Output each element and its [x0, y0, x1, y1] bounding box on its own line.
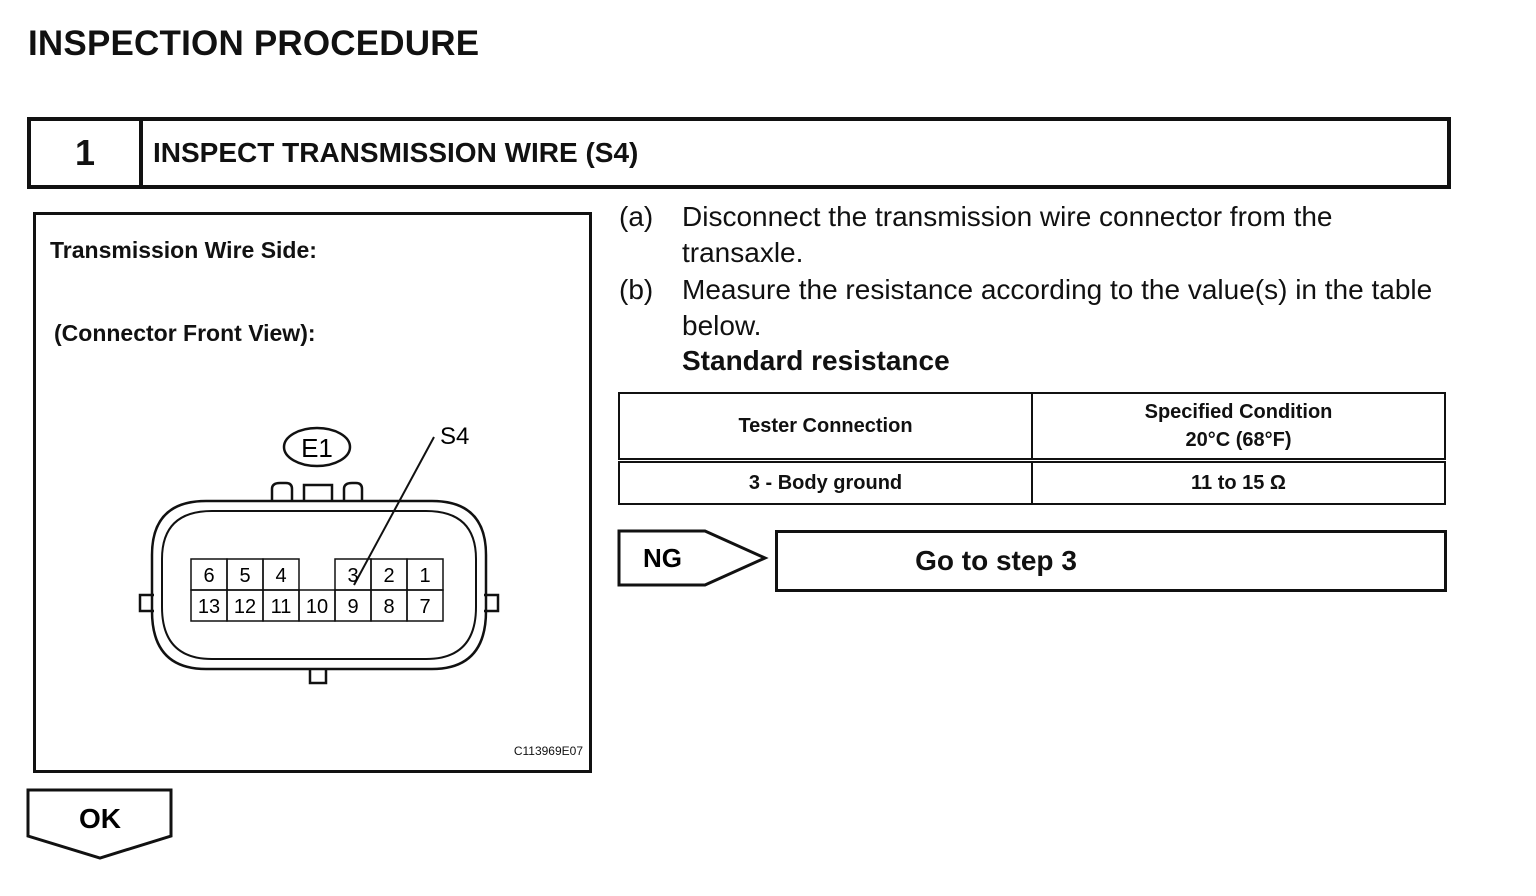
lock-tab-left	[270, 481, 294, 501]
pin-label: 10	[306, 596, 328, 618]
header-tester-connection: Tester Connection	[618, 392, 1033, 463]
header-condition-line1: Specified Condition	[1144, 401, 1333, 423]
connector-name-label: E1	[301, 433, 333, 463]
spec-table: Tester Connection Specified Condition 20…	[618, 392, 1446, 505]
step-header: 1 INSPECT TRANSMISSION WIRE (S4)	[27, 117, 1451, 189]
pin-label: 11	[271, 596, 292, 618]
pin-label: 13	[198, 596, 220, 618]
terminal-callout-label: S4	[440, 423, 469, 450]
pin-label: 4	[275, 565, 286, 587]
standard-resistance-label: Standard resistance	[682, 345, 950, 376]
pin-label: 2	[383, 565, 394, 587]
connector-label-oval	[282, 426, 352, 468]
ng-arrow: NG	[617, 529, 769, 587]
ok-label: OK	[79, 803, 121, 834]
step-title: INSPECT TRANSMISSION WIRE (S4)	[153, 137, 639, 168]
connector-diagram: E1 S4 6 5 4 3 2 1 13 12 11 10 9 8 7	[138, 423, 500, 685]
page-title: INSPECTION PROCEDURE	[28, 24, 480, 63]
pin-label: 1	[419, 565, 430, 587]
pin-label: 5	[239, 565, 250, 587]
figure-label-side: Transmission Wire Side:	[50, 237, 317, 263]
connector-figure: Transmission Wire Side: (Connector Front…	[33, 212, 592, 773]
instruction-b-text: Measure the resistance according to the …	[682, 274, 1433, 341]
pin-label: 8	[383, 596, 394, 618]
figure-code: C113969E07	[513, 744, 583, 758]
pin-cell	[406, 589, 444, 622]
pin-label: 3	[347, 565, 358, 587]
pin-label: 7	[419, 596, 430, 618]
side-ear-left	[138, 593, 154, 613]
instruction-a-letter: (a)	[619, 201, 654, 232]
pin-label: 12	[234, 596, 256, 618]
cell-tester-connection: 3 - Body ground	[618, 459, 1033, 505]
spec-table-header: Tester Connection Specified Condition 20…	[618, 392, 1446, 463]
lock-tab-right	[342, 481, 364, 501]
table-row: 3 - Body ground 11 to 15 Ω	[618, 459, 1446, 505]
instruction-b-letter: (b)	[619, 274, 654, 305]
header-specified-condition: Specified Condition 20°C (68°F)	[1031, 392, 1446, 463]
side-ear-right	[484, 593, 500, 613]
connector-body-outer	[150, 499, 488, 671]
pin-label: 6	[203, 565, 214, 587]
bottom-key	[308, 669, 328, 685]
connector-body-inner	[161, 510, 477, 660]
lock-tab-center	[302, 483, 334, 501]
pin-grid: 6 5 4 3 2 1 13 12 11 10 9 8 7	[190, 558, 444, 622]
cell-specified-condition: 11 to 15 Ω	[1031, 459, 1446, 505]
step-number: 1	[31, 121, 143, 185]
instruction-a-text: Disconnect the transmission wire connect…	[682, 201, 1333, 268]
pin-label: 9	[347, 596, 358, 618]
ng-label: NG	[643, 543, 682, 573]
figure-label-view: (Connector Front View):	[54, 320, 316, 346]
header-condition-line2: 20°C (68°F)	[1185, 429, 1292, 451]
go-to-step-box: Go to step 3	[775, 530, 1447, 592]
ok-arrow: OK	[26, 788, 173, 860]
instructions: (a) Disconnect the transmission wire con…	[619, 199, 1449, 349]
